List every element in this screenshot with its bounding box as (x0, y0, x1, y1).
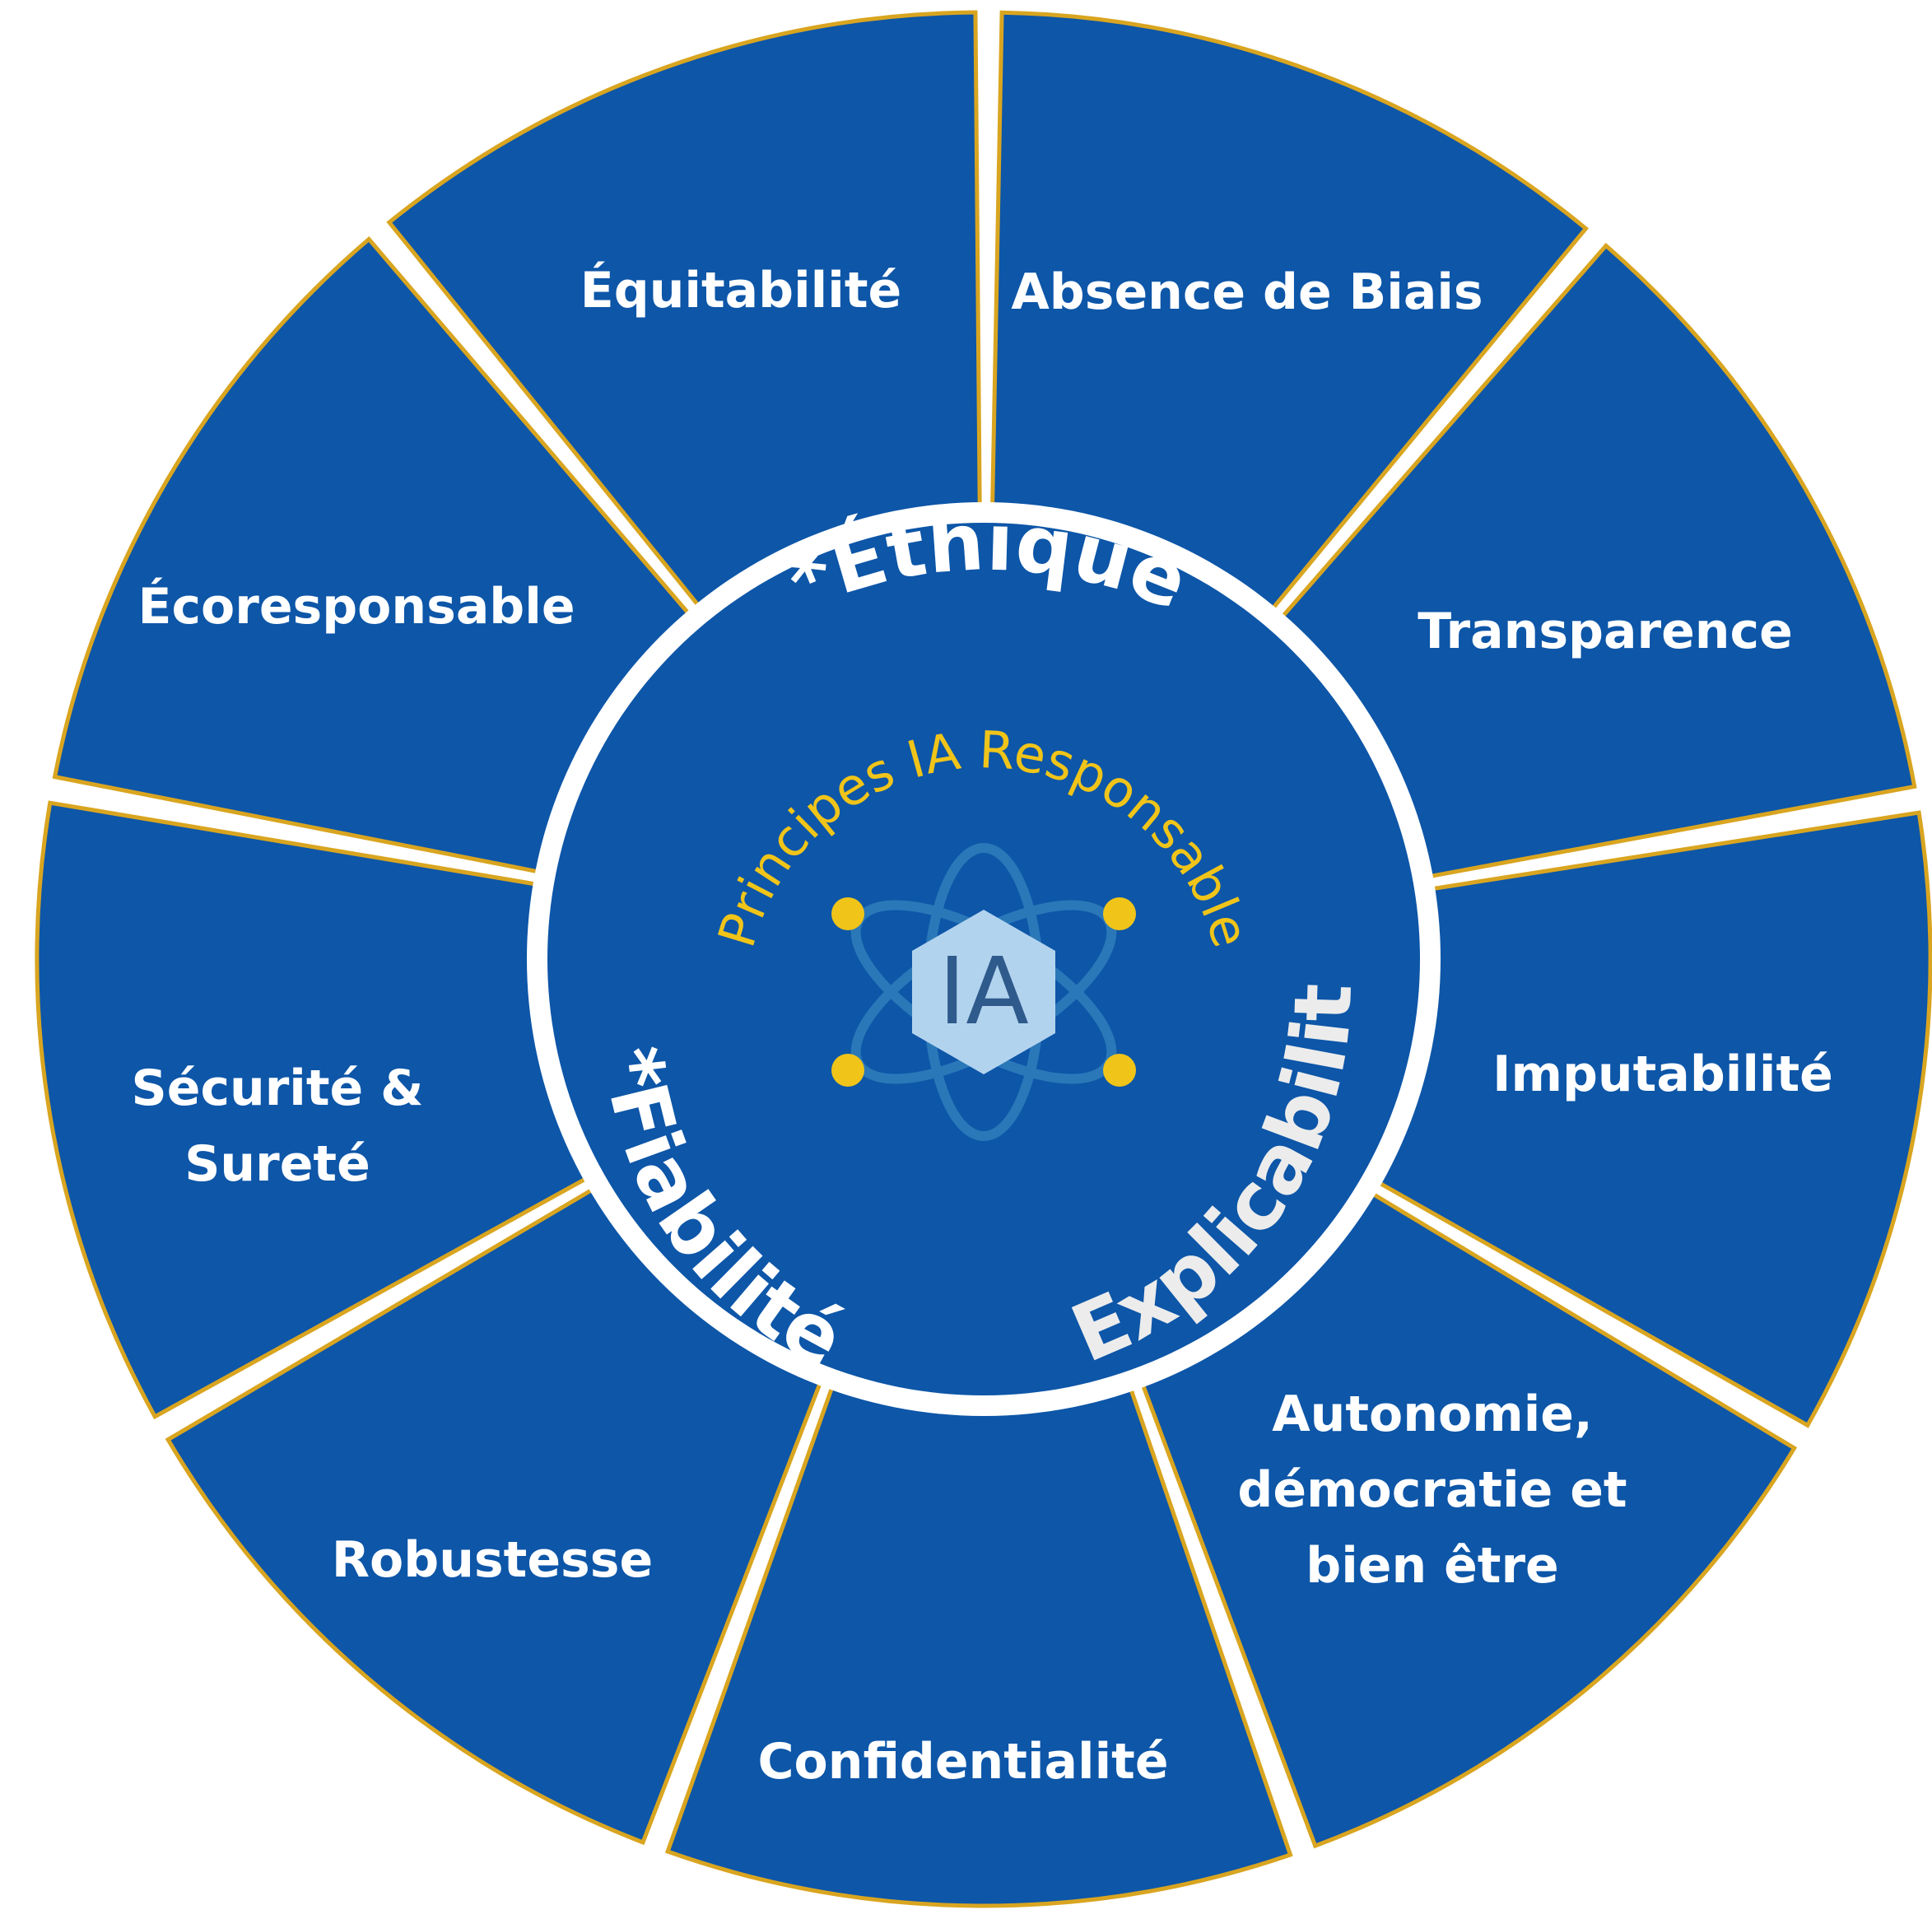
segment-label-line: Écoresponsable (137, 576, 575, 636)
segments-ring (35, 10, 1932, 1908)
segment-label-absence-biais: Absence de Biais (1011, 263, 1483, 321)
segment-label-line: démocratie et (1237, 1461, 1627, 1519)
segment-label-line: Imputabilité (1492, 1046, 1833, 1103)
segment-label-line: Équitabilité (580, 260, 901, 319)
segment-label-securite: Sécurité & Sureté (132, 1060, 424, 1193)
segment-label-line: Sureté (184, 1135, 370, 1193)
atom-icon: IA (831, 843, 1136, 1141)
segment-labels: Absence de BiaisTransparenceImputabilité… (132, 260, 1833, 1791)
segment-label-robustesse: Robustesse (332, 1531, 653, 1589)
segment-label-confidentialite: Confidentialité (757, 1733, 1168, 1791)
segment-label-transparence: Transparence (1418, 603, 1793, 660)
segment-label-line: Absence de Biais (1011, 263, 1483, 321)
segment-label-line: Confidentialité (757, 1733, 1168, 1791)
segment-label-line: Sécurité & (132, 1060, 424, 1117)
segment-label-equitabilite: Équitabilité (580, 260, 901, 319)
segment-label-line: Autonomie, (1272, 1386, 1593, 1443)
segment-label-imputabilite: Imputabilité (1492, 1046, 1833, 1103)
segment-label-autonomie: Autonomie, démocratie et bien être (1237, 1386, 1627, 1595)
segment-label-line: Robustesse (332, 1531, 653, 1589)
segment-label-ecoresponsable: Écoresponsable (137, 576, 575, 636)
ia-icon-text: IA (938, 939, 1029, 1046)
segment-label-line: Transparence (1418, 603, 1793, 660)
segment-label-line: bien être (1306, 1537, 1558, 1595)
